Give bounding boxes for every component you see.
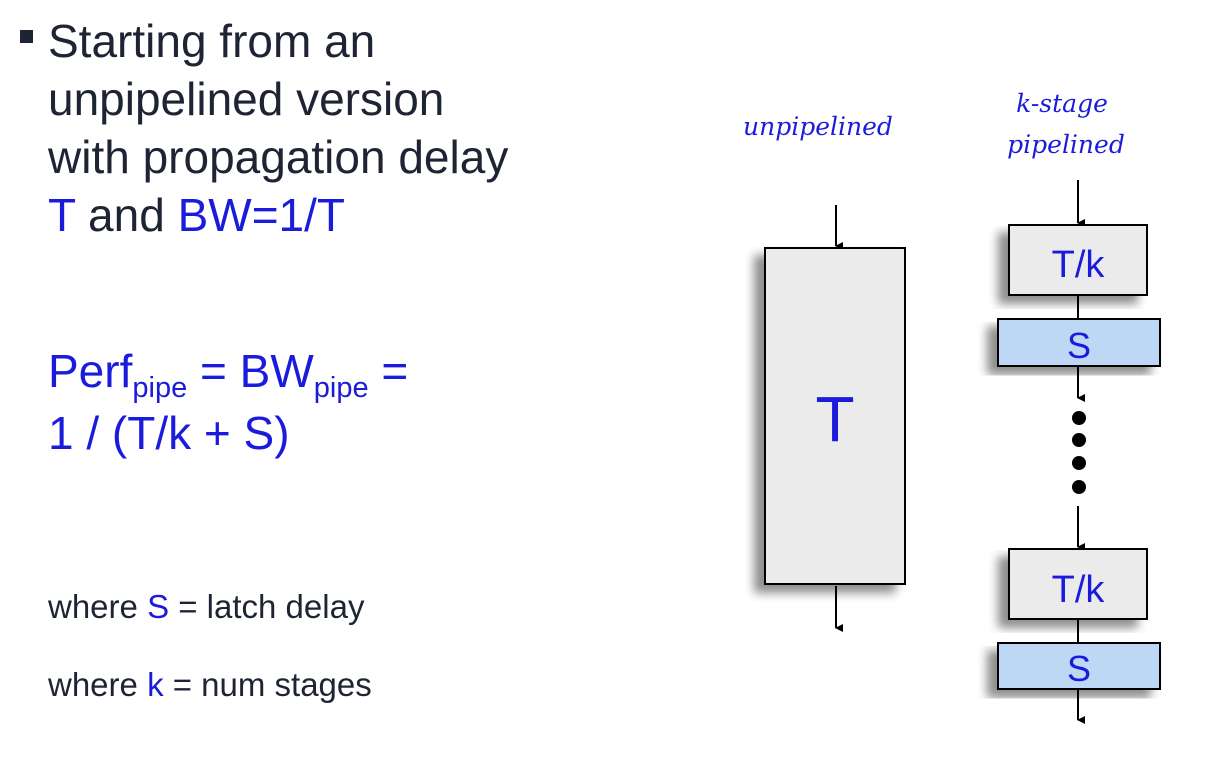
text-panel: Starting from an unpipelined version wit… [20,15,508,704]
stage-k-label: T/k [1052,569,1106,611]
latch-k-box [997,642,1161,690]
unpipelined-logic-box [764,247,906,585]
where-s-prefix: where [48,588,148,625]
bullet-line-1: Starting from an [48,15,376,67]
ellipsis-dot-3 [1072,456,1086,470]
formula-line-1: Perfpipe = BWpipe = [48,340,409,404]
latch-k-label: S [1067,648,1091,689]
bw-term: BW [239,345,314,397]
latch-1-box [997,318,1161,367]
bullet-square-icon [20,30,33,43]
formula-line-2: 1 / (T/k + S) [48,407,290,459]
where-k-suffix: = num stages [163,666,372,703]
stage-k-box [1008,548,1148,620]
where-s-note: where S = latch delay [48,588,364,626]
big-t-label: T [815,383,854,455]
ellipsis-dot-1 [1072,411,1086,425]
t-variable: T [48,189,76,241]
where-k-var: k [147,666,164,703]
pipelined-label: pipelined [1007,130,1125,159]
pipeline-diagram: unpipelined k-stage pipelined T T/k S T/… [743,89,1161,724]
ellipsis-dot-2 [1072,433,1086,447]
stage-1-box [1008,224,1148,296]
bullet-line-3: with propagation delay [48,131,509,183]
where-s-var: S [147,588,170,625]
where-s-suffix: = latch delay [169,588,365,625]
bw-expression: BW=1/T [177,189,346,241]
perf-term: Perf [48,345,133,397]
where-k-prefix: where [48,666,148,703]
bullet-line-4: T and BW=1/T [48,186,648,244]
perf-formula: Perfpipe = BWpipe = 1 / (T/k + S) [48,340,408,464]
where-k-note: where k = num stages [48,666,372,704]
ellipsis-dot-4 [1072,480,1086,494]
bw-subscript: pipe [313,372,369,404]
k-stage-label: k-stage [1016,89,1108,118]
stage-1-label: T/k [1052,244,1106,286]
latch-1-label: S [1067,325,1091,366]
bullet-line-2: unpipelined version [48,73,445,125]
equals-sign-1: = [187,345,240,397]
unpipelined-label: unpipelined [743,112,893,141]
equals-sign-2: = [368,345,409,397]
bullet-text: Starting from an unpipelined version wit… [48,12,648,244]
perf-subscript: pipe [132,372,188,404]
and-text: and [75,189,178,241]
